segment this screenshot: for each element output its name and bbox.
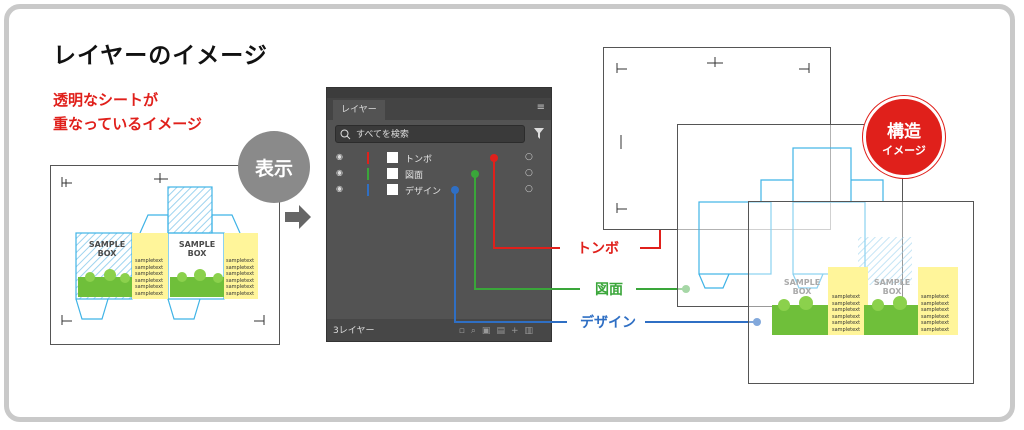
display-badge: 表示	[238, 131, 310, 203]
layer-row-design[interactable]: ◉ デザイン ○	[327, 183, 551, 198]
tab-layers[interactable]: レイヤー	[333, 100, 385, 120]
layer-thumbnail	[387, 184, 398, 195]
layer-thumbnail	[387, 152, 398, 163]
eye-icon[interactable]: ◉	[336, 184, 343, 193]
subtitle-line-2: 重なっているイメージ	[53, 115, 202, 133]
label-design: デザイン	[577, 312, 639, 332]
layer-count: 3レイヤー	[333, 326, 375, 336]
layer-name: デザイン	[405, 187, 442, 197]
design-artwork	[772, 237, 958, 335]
layer-search-input[interactable]: すべてを検索	[335, 125, 525, 143]
layer-target-icon[interactable]: ○	[525, 168, 533, 178]
layer-color-bar	[367, 184, 369, 196]
layer-thumbnail	[387, 168, 398, 179]
layer-row-zumen[interactable]: ◉ 図面 ○	[327, 167, 551, 182]
search-icon	[340, 129, 351, 140]
crop-marks	[61, 173, 265, 325]
layers-panel: レイヤー ≡ すべてを検索 ◉ トンボ ○ ◉ 図面 ○ ◉ デザイン ○ 3レ…	[326, 87, 552, 342]
layer-target-icon[interactable]: ○	[525, 152, 533, 162]
panel-footer	[327, 319, 551, 341]
layer-row-tombo[interactable]: ◉ トンボ ○	[327, 151, 551, 166]
filter-icon[interactable]	[533, 127, 545, 140]
eye-icon[interactable]: ◉	[336, 168, 343, 177]
layer-name: 図面	[405, 171, 424, 181]
label-tombo: トンボ	[574, 238, 622, 258]
layer-target-icon[interactable]: ○	[525, 184, 533, 194]
panel-footer-icons[interactable]: ▫⌕▣▤+▥	[458, 326, 539, 336]
layer-name: トンボ	[405, 155, 433, 165]
eye-icon[interactable]: ◉	[336, 152, 343, 161]
layer-color-bar	[367, 152, 369, 164]
structure-badge: 構造 イメージ	[863, 96, 945, 178]
panel-top-bar	[327, 88, 551, 98]
subtitle-line-1: 透明なシートが	[53, 91, 159, 109]
right-arrow-icon	[285, 205, 311, 229]
page-title: レイヤーのイメージ	[53, 43, 268, 69]
panel-menu-icon[interactable]: ≡	[536, 102, 545, 113]
composite-artwork	[61, 173, 265, 325]
layer-color-bar	[367, 168, 369, 180]
tombo-marks	[616, 57, 810, 213]
label-zumen: 図面	[592, 279, 626, 299]
